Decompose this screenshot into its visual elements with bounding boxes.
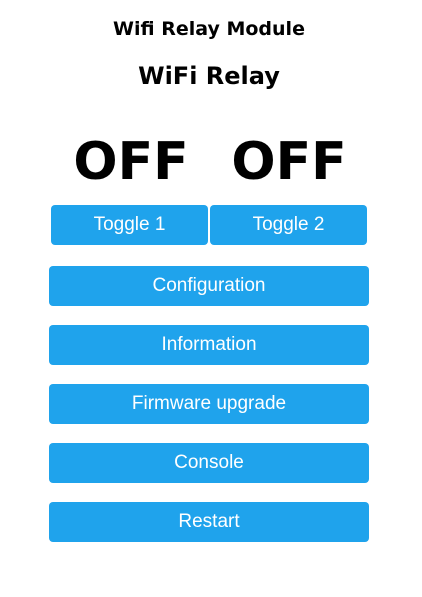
firmware-upgrade-button[interactable]: Firmware upgrade (49, 384, 369, 424)
relay-states: OFF OFF (52, 131, 368, 193)
relay-2-state: OFF (231, 132, 347, 192)
console-button[interactable]: Console (49, 443, 369, 483)
information-button[interactable]: Information (49, 325, 369, 365)
toggle-2-button[interactable]: Toggle 2 (210, 205, 367, 245)
restart-button[interactable]: Restart (49, 502, 369, 542)
toggle-1-button[interactable]: Toggle 1 (51, 205, 208, 245)
relay-1-state: OFF (73, 132, 189, 192)
configuration-button[interactable]: Configuration (49, 266, 369, 306)
page-title: WiFi Relay (138, 62, 280, 90)
module-name: Wifi Relay Module (113, 18, 305, 40)
